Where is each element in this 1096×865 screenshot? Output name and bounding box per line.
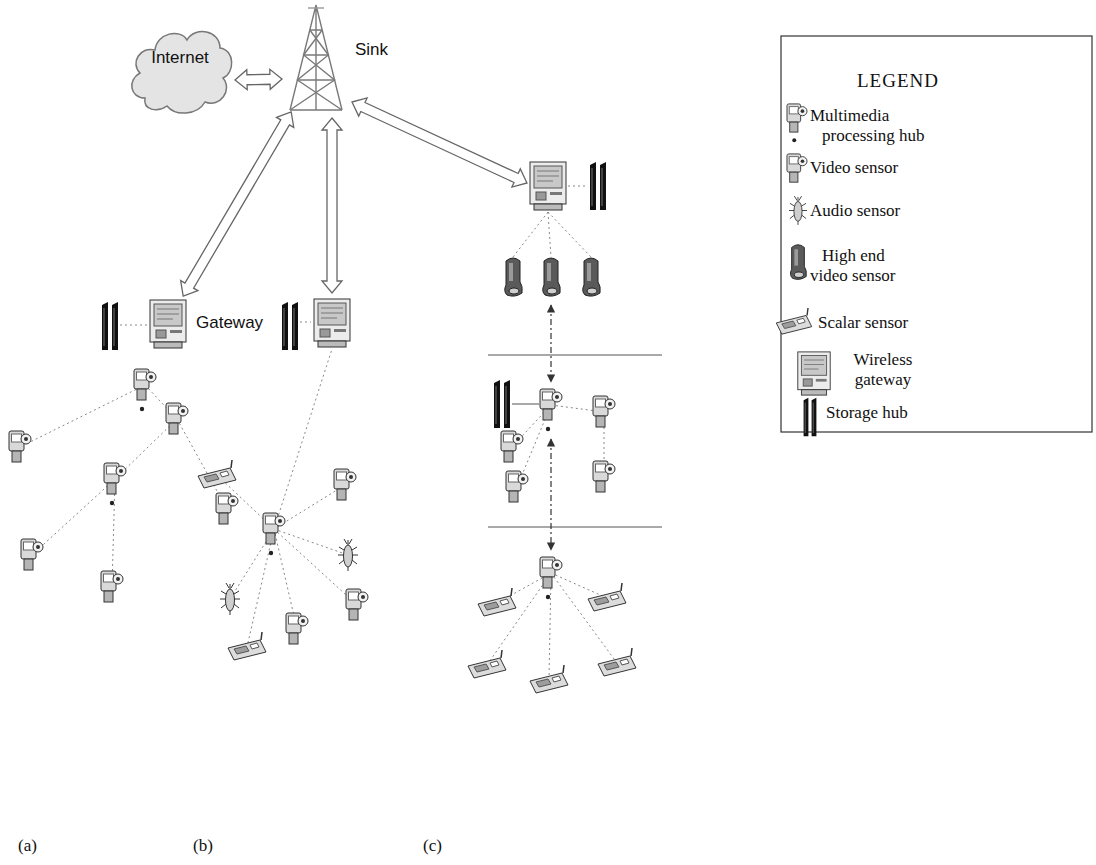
video-sensor-icon <box>506 471 528 502</box>
legend-title: LEGEND <box>857 70 939 92</box>
scalar-sensor-icon <box>588 583 626 611</box>
cloud-outline <box>125 18 235 118</box>
hub-icon <box>540 557 562 599</box>
storage-hub-icon <box>102 302 118 350</box>
panel-label: (a) <box>18 836 37 856</box>
video-sensor-icon <box>101 571 123 602</box>
network-b-links <box>217 322 357 647</box>
audio-sensor-icon <box>338 539 358 571</box>
hub-icon <box>540 389 562 431</box>
scalar-sensor-icon <box>198 460 236 488</box>
tier-separators <box>488 355 662 527</box>
video-sensor-icon <box>501 431 523 462</box>
gateway-icon <box>314 299 350 347</box>
high-end-camera-icon <box>790 245 806 280</box>
legend-entry: Wireless gateway <box>838 350 928 390</box>
storage-link <box>512 404 539 405</box>
gateway-icon <box>798 352 830 395</box>
network-a-devices <box>9 300 238 602</box>
video-sensor-icon <box>21 539 43 570</box>
video-sensor-icon <box>9 431 31 462</box>
node-label: Internet <box>151 48 209 68</box>
storage-hub-icon <box>494 380 510 428</box>
node-label: Gateway <box>196 313 263 333</box>
block-arrow <box>352 98 527 187</box>
block-arrow <box>181 112 294 296</box>
video-sensor-icon <box>593 461 615 492</box>
node-label: Sink <box>355 40 388 60</box>
video-sensor-icon <box>593 396 615 427</box>
panel-label: (b) <box>193 836 213 856</box>
hub-icon <box>134 369 156 411</box>
gateway-icon <box>530 162 566 210</box>
video-sensor-icon <box>787 154 807 182</box>
legend-entry: Storage hub <box>826 403 1026 423</box>
network-b-devices <box>198 299 368 660</box>
audio-sensor-icon <box>789 196 807 225</box>
scalar-sensor-icon <box>776 308 811 334</box>
hub-icon <box>104 463 126 505</box>
scalar-sensor-icon <box>478 588 516 616</box>
legend-entry: Scalar sensor <box>818 313 1018 333</box>
scalar-sensor-icon <box>228 632 266 660</box>
high-end-camera-icon <box>543 258 561 296</box>
storage-hub-icon <box>282 302 298 350</box>
scalar-sensor-icon <box>468 650 506 678</box>
gateway-icon <box>150 300 186 348</box>
storage-hub-icon <box>804 398 817 436</box>
legend-entry: Audio sensor <box>810 201 1010 221</box>
sink-tower <box>290 5 342 110</box>
legend-entry: High end video sensor <box>810 246 920 286</box>
scalar-sensor-icon <box>598 648 636 676</box>
storage-hub-icon <box>590 162 606 210</box>
video-sensor-icon <box>334 469 356 500</box>
tier-arrows <box>550 305 551 550</box>
gateway-node: Gateway <box>146 296 270 354</box>
video-sensor-icon <box>346 589 368 620</box>
network-a-links <box>20 325 227 587</box>
video-sensor-icon <box>216 493 238 524</box>
video-sensor-icon <box>286 613 308 644</box>
high-end-camera-icon <box>583 258 601 296</box>
legend-entry: Video sensor <box>810 158 1010 178</box>
audio-sensor-icon <box>220 583 240 615</box>
legend-frame <box>781 36 1092 432</box>
legend-entry: Multimedia processing hub <box>810 106 950 146</box>
sink-node: Sink <box>282 2 397 112</box>
network-c-devices <box>468 162 636 693</box>
hub-icon <box>787 104 807 142</box>
hub-icon <box>263 513 285 555</box>
block-arrow <box>235 69 282 89</box>
internet-cloud: Internet <box>125 18 235 118</box>
video-sensor-icon <box>166 403 188 434</box>
panel-label: (c) <box>423 836 442 856</box>
block-arrow <box>322 118 342 293</box>
scalar-sensor-icon <box>530 665 568 693</box>
high-end-camera-icon <box>505 258 523 296</box>
